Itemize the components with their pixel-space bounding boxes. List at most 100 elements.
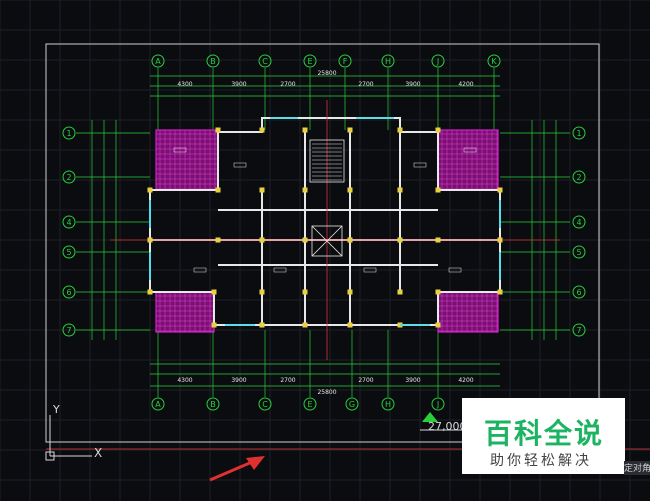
svg-text:6: 6 <box>66 288 71 297</box>
axis-y-label: Y <box>52 403 60 416</box>
watermark-logo: 百科全说 助你轻松解决 <box>462 398 625 474</box>
svg-text:5: 5 <box>576 248 581 257</box>
grid-bubble-right: 5 <box>572 245 586 259</box>
grid-bubble-right: 1 <box>572 126 586 140</box>
grid-bubble-top: E <box>303 54 317 68</box>
svg-text:G: G <box>349 400 355 409</box>
column <box>347 289 353 295</box>
column <box>259 322 265 328</box>
column <box>497 289 503 295</box>
status-tab[interactable]: 定对角 <box>624 461 650 475</box>
svg-text:A: A <box>155 57 161 66</box>
svg-text:2: 2 <box>576 173 581 182</box>
column <box>211 289 217 295</box>
grid-bubble-left: 6 <box>62 285 76 299</box>
svg-text:C: C <box>262 400 268 409</box>
column <box>302 187 308 193</box>
svg-text:7: 7 <box>66 326 71 335</box>
grid-bubble-top: C <box>258 54 272 68</box>
column <box>397 127 403 133</box>
svg-text:5: 5 <box>66 248 71 257</box>
svg-text:A: A <box>155 400 161 409</box>
column <box>215 237 221 243</box>
room-tag <box>413 162 427 168</box>
column <box>147 237 153 243</box>
dim-bottom-span: 4300 <box>177 377 192 384</box>
room-tag <box>173 147 187 153</box>
column <box>302 289 308 295</box>
svg-text:1: 1 <box>66 129 71 138</box>
column <box>302 322 308 328</box>
svg-text:B: B <box>210 57 216 66</box>
dim-bottom-span: 3900 <box>405 377 420 384</box>
svg-text:H: H <box>385 400 391 409</box>
dim-top-span: 3900 <box>231 81 246 88</box>
ucs-axis-icon <box>45 415 92 461</box>
axis-x-label: X <box>94 446 102 460</box>
svg-text:1: 1 <box>576 129 581 138</box>
svg-text:F: F <box>343 57 348 66</box>
column <box>302 127 308 133</box>
svg-text:7: 7 <box>576 326 581 335</box>
grid-bubble-left: 1 <box>62 126 76 140</box>
column <box>347 322 353 328</box>
stairwell <box>309 139 345 257</box>
room-tag <box>233 162 247 168</box>
column <box>397 289 403 295</box>
grid-bubble-top: F <box>338 54 352 68</box>
column <box>435 289 441 295</box>
column <box>497 187 503 193</box>
room-tag <box>363 267 377 273</box>
room-tag <box>273 267 287 273</box>
svg-text:K: K <box>491 57 497 66</box>
column <box>259 187 265 193</box>
svg-text:H: H <box>385 57 391 66</box>
grid-bubble-left: 4 <box>62 215 76 229</box>
dim-top-span: 3900 <box>405 81 420 88</box>
column <box>435 127 441 133</box>
grid-bubble-right: 4 <box>572 215 586 229</box>
grid-bubble-right: 2 <box>572 170 586 184</box>
column <box>302 237 308 243</box>
dim-top-overall: 25800 <box>317 70 336 77</box>
dim-bottom-span: 3900 <box>231 377 246 384</box>
column <box>211 322 217 328</box>
grid-bubble-bottom: E <box>303 397 317 411</box>
grid-bubble-bottom: B <box>206 397 220 411</box>
grid-bubble-right: 7 <box>572 323 586 337</box>
column <box>397 237 403 243</box>
column <box>397 187 403 193</box>
svg-text:E: E <box>307 400 312 409</box>
grid-bubble-bottom: H <box>381 397 395 411</box>
column <box>497 237 503 243</box>
windows <box>149 117 501 326</box>
column <box>147 289 153 295</box>
dimension-labels: 25800 4300 3900 2700 2700 3900 4200 4300 3900 270… <box>177 70 473 396</box>
dim-top-span: 4200 <box>458 81 473 88</box>
grid-bubble-bottom: A <box>151 397 165 411</box>
balcony-bottom-right <box>437 291 499 333</box>
svg-text:4: 4 <box>576 218 581 227</box>
room-tag <box>463 147 477 153</box>
column <box>215 127 221 133</box>
paper-frame <box>45 43 600 443</box>
column <box>347 237 353 243</box>
dim-top-span: 4300 <box>177 81 192 88</box>
svg-text:6: 6 <box>576 288 581 297</box>
grid-bubble-left: 2 <box>62 170 76 184</box>
column <box>435 237 441 243</box>
grid-bubble-left: 5 <box>62 245 76 259</box>
svg-text:B: B <box>210 400 216 409</box>
svg-text:C: C <box>262 57 268 66</box>
dim-bottom-overall: 25800 <box>317 389 336 396</box>
dim-top-span: 2700 <box>358 81 373 88</box>
svg-text:J: J <box>436 400 439 409</box>
dim-bottom-span: 2700 <box>280 377 295 384</box>
dim-bottom-span: 2700 <box>358 377 373 384</box>
grid-bubble-top: K <box>487 54 501 68</box>
svg-text:2: 2 <box>66 173 71 182</box>
north-marker <box>422 412 438 422</box>
